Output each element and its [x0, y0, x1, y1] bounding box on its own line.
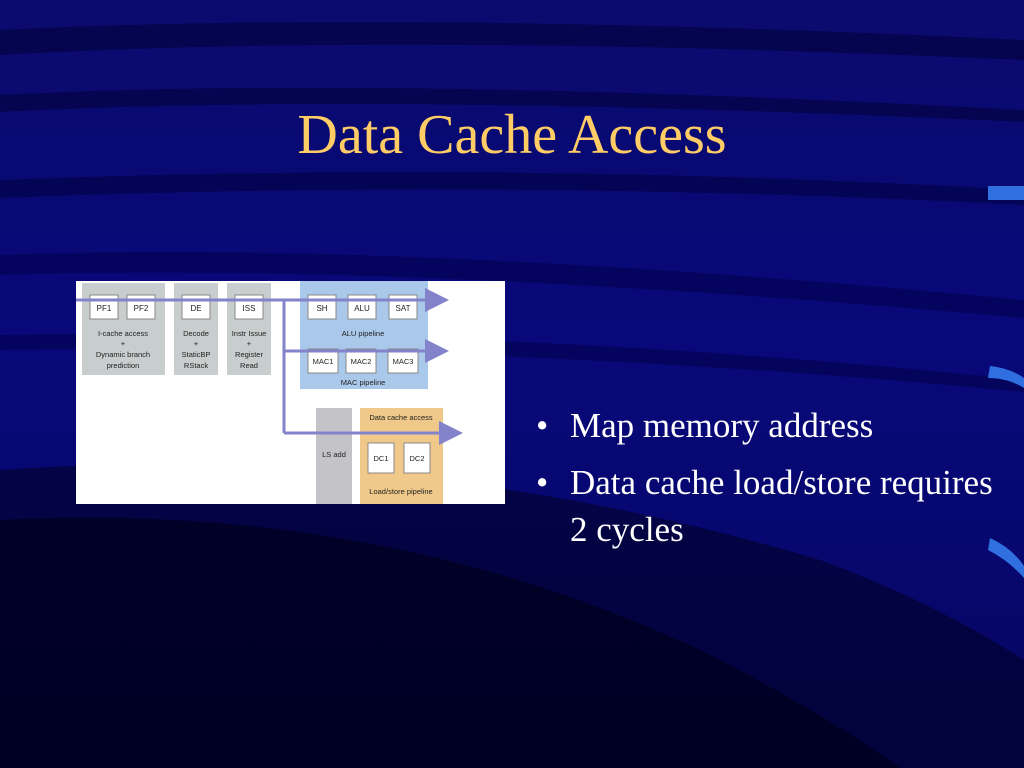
caption-icache-2: +	[121, 339, 126, 348]
caption-issue-1: Instr Issue	[232, 329, 267, 338]
caption-issue-2: +	[247, 339, 252, 348]
bullet-list: • Map memory address • Data cache load/s…	[534, 402, 994, 563]
bullet-marker: •	[536, 406, 549, 445]
pipeline-diagram: PF1 PF2 DE ISS SH ALU SAT MAC1 MAC2 MAC3…	[76, 281, 505, 504]
caption-ls-pipeline: Load/store pipeline	[369, 487, 432, 496]
caption-icache-4: prediction	[107, 361, 140, 370]
label-pf1: PF1	[97, 304, 112, 313]
label-de: DE	[190, 304, 201, 313]
label-pf2: PF2	[134, 304, 149, 313]
slide-title: Data Cache Access	[297, 104, 727, 166]
label-sat: SAT	[396, 304, 411, 313]
label-dc1: DC1	[373, 454, 388, 463]
label-dc2: DC2	[409, 454, 424, 463]
bullet-item: • Map memory address	[534, 402, 994, 449]
caption-issue-4: Read	[240, 361, 258, 370]
ls-add-panel	[316, 408, 352, 504]
caption-decode-1: Decode	[183, 329, 209, 338]
caption-icache-3: Dynamic branch	[96, 350, 150, 359]
caption-data-cache-access: Data cache access	[369, 413, 433, 422]
label-ls-add: LS add	[322, 450, 346, 459]
label-mac3: MAC3	[393, 357, 414, 366]
stage-box-mac3	[387, 348, 419, 374]
label-alu: ALU	[354, 304, 370, 313]
stage-box-mac2	[345, 348, 377, 374]
bullet-text: Data cache load/store requires 2 cycles	[570, 463, 993, 549]
caption-decode-4: RStack	[184, 361, 208, 370]
caption-decode-3: StaticBP	[182, 350, 211, 359]
label-iss: ISS	[243, 304, 256, 313]
label-mac2: MAC2	[351, 357, 372, 366]
bullet-text: Map memory address	[570, 406, 874, 445]
caption-issue-3: Register	[235, 350, 263, 359]
caption-alu-pipeline: ALU pipeline	[342, 329, 385, 338]
caption-icache-1: I-cache access	[98, 329, 148, 338]
caption-mac-pipeline: MAC pipeline	[341, 378, 386, 387]
label-sh: SH	[316, 304, 327, 313]
label-mac1: MAC1	[313, 357, 334, 366]
stage-box-mac1	[307, 348, 339, 374]
stage-box-dc2	[403, 442, 431, 474]
bullet-marker: •	[536, 463, 549, 502]
bullet-item: • Data cache load/store requires 2 cycle…	[534, 459, 994, 553]
caption-decode-2: +	[194, 339, 199, 348]
stage-box-dc1	[367, 442, 395, 474]
